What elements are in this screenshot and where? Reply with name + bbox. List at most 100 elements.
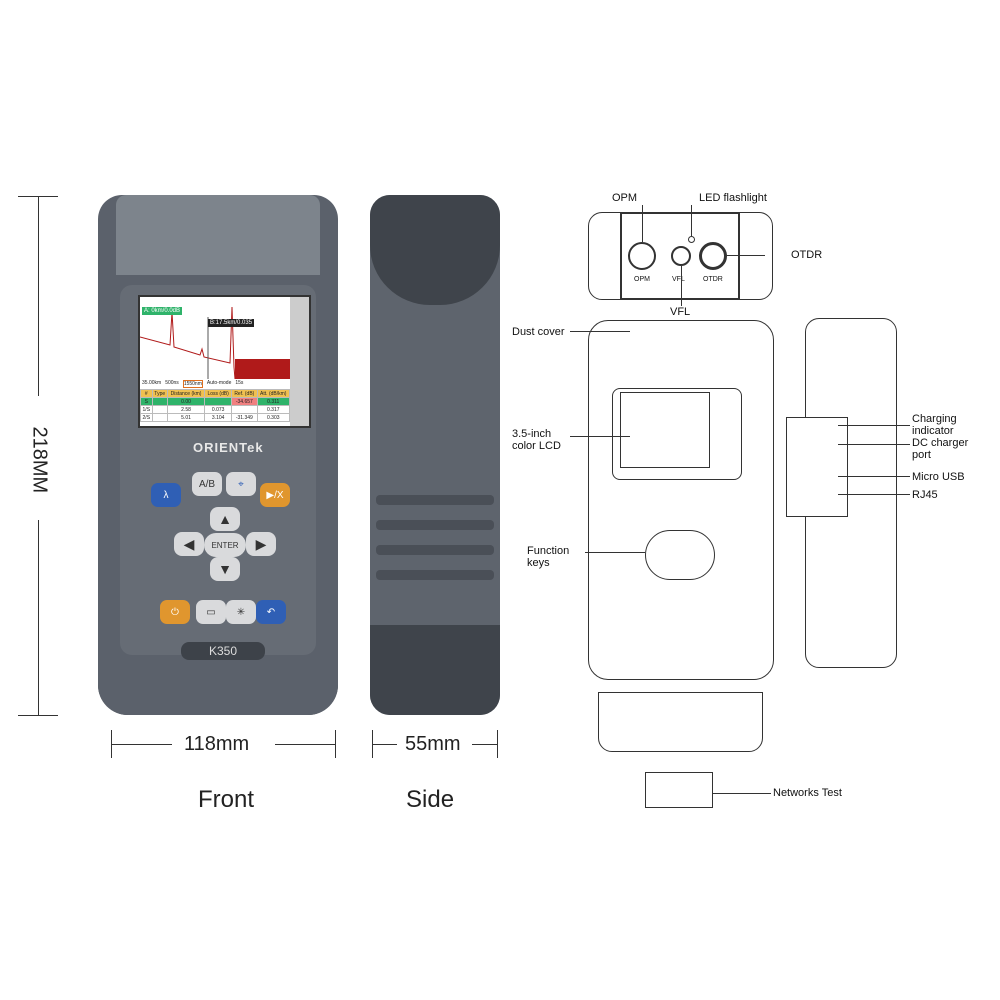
port-label-vfl: VFL [672,276,685,283]
table-cell: 0.303 [256,413,291,422]
right-arrow-button[interactable]: ▶ [246,532,276,556]
dim-line-height-lower [38,520,39,715]
up-arrow-button[interactable]: ▲ [210,507,240,531]
side-bottom [370,625,500,715]
power-button[interactable]: ⏻ [160,600,190,624]
dim-line-front [112,744,172,745]
dim-line-side-2 [472,744,497,745]
table-cell: -34.657 [231,397,258,406]
callout-dc-port: DC charger port [912,437,969,461]
side-toolbar[interactable] [290,297,309,426]
col-header: # [140,389,153,398]
mode-value: Auto-mode [206,380,232,386]
networks-module [645,772,713,808]
leader [642,205,643,242]
table-cell [151,413,168,422]
wavelength-value: 1550nm [182,380,203,388]
range-value: 35.00km [142,380,162,386]
keypad-drawing [645,530,715,580]
callout-networks-test: Networks Test [773,787,842,799]
leader [727,255,765,256]
callout-micro-usb: Micro USB [912,471,965,483]
rib [376,545,494,555]
leader [713,793,771,794]
front-caption: Front [198,786,255,813]
table-cell: 2/S [140,413,153,422]
vfl-port [671,246,691,266]
leader [838,476,910,477]
callout-lcd: 3.5-inch color LCD [512,428,561,452]
col-header: Distance (km) [166,389,206,398]
leader [585,552,645,553]
callout-otdr: OTDR [791,249,823,261]
height-dimension: 218MM [28,426,51,494]
rib [376,520,494,530]
leader [681,266,682,306]
dim-tick [497,730,498,758]
table-cell: 0.311 [256,397,291,406]
otdr-port [699,242,727,270]
table-cell: 1/S [140,405,153,414]
model-label: K350 [181,642,265,660]
dust-cover [116,195,320,275]
laser-button[interactable]: ✳ [226,600,256,624]
port-label-opm: OPM [634,276,650,283]
back-button[interactable]: ↶ [256,600,286,624]
leader [691,205,692,236]
front-width-dimension: 118mm [184,733,250,755]
lcd-screen: A: 0km/0.0dB B:17.5km/0.035 35.00km 500n… [138,295,311,428]
col-header: Loss (dB) [204,389,233,398]
device-front: A: 0km/0.0dB B:17.5km/0.035 35.00km 500n… [98,195,338,715]
dim-tick [372,730,373,758]
led-flashlight [688,236,695,243]
table-cell: 0.00 [166,397,206,406]
dim-tick [335,730,336,758]
leader [838,494,910,495]
lambda-button[interactable]: λ [151,483,181,507]
left-arrow-button[interactable]: ◀ [174,532,204,556]
port-label-otdr: OTDR [703,276,723,283]
file-button[interactable]: ▭ [196,600,226,624]
table-cell: 3.104 [204,413,233,422]
rib [376,495,494,505]
marker-button[interactable]: ⌖ [226,472,256,496]
table-cell: 0.317 [256,405,291,414]
callout-led: LED flashlight [699,192,767,204]
time-value: 15s [235,380,244,386]
dim-line-height-upper [38,196,39,396]
table-cell [151,405,168,414]
dim-line-side [372,744,397,745]
lcd-inner [620,392,710,468]
brand-logo: ORIENTek [193,440,264,455]
table-cell [151,397,168,406]
otdr-trace [140,306,290,379]
table-cell: 0.073 [204,405,233,414]
rib [376,570,494,580]
side-width-dimension: 55mm [405,733,461,755]
status-bar: 35.00km 500ns 1550nm Auto-mode 15s [140,380,290,388]
marker-a-label: A: 0km/0.0dB [142,307,183,315]
table-cell: S [140,397,153,406]
callout-opm: OPM [612,192,638,204]
table-cell: -31.349 [231,413,258,422]
callout-dust-cover: Dust cover [512,326,565,338]
dim-tick [111,730,112,758]
marker-b-label: B:17.5km/0.035 [208,319,255,327]
side-port-panel [786,417,848,517]
side-top [370,195,500,305]
down-arrow-button[interactable]: ▼ [210,557,240,581]
pulse-value: 500ns [165,380,179,386]
ab-button[interactable]: A/B [192,472,222,496]
enter-button[interactable]: ENTER [204,533,246,557]
dim-line-bottom [18,715,58,716]
col-header: Att. (dB/km) [256,389,291,398]
callout-vfl: VFL [670,306,691,318]
run-stop-button[interactable]: ▶/X [260,483,290,507]
col-header: Ref. (dB) [231,389,258,398]
callout-rj45: RJ45 [912,489,938,501]
bumper-drawing [598,692,763,752]
leader [570,331,630,332]
